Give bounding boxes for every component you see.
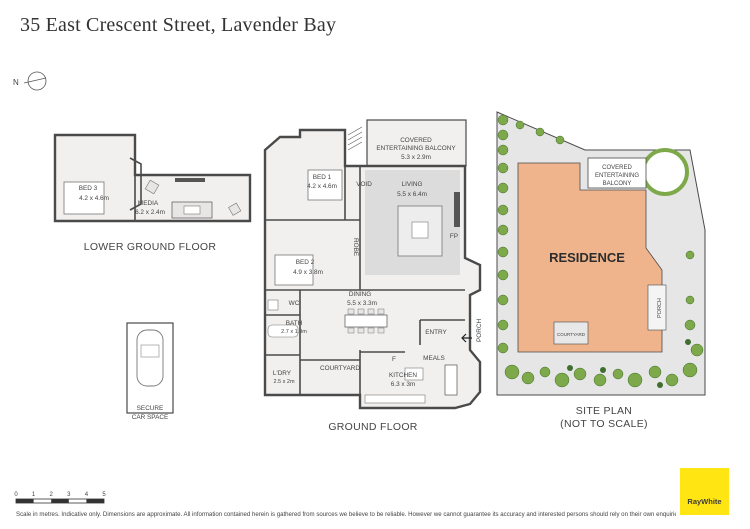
scale-bar: 0 1 2 3 4 5	[14, 492, 106, 504]
secure-car-space: SECURE CAR SPACE	[126, 322, 174, 421]
bed3-label: BED 3	[79, 185, 98, 192]
laundry-label: L'DRY	[273, 370, 292, 377]
scale-tick-0: 0	[14, 492, 18, 498]
bed1-dim: 4.2 x 4.6m	[307, 183, 337, 190]
site-porch-label: PORCH	[657, 298, 663, 318]
bed1-label: BED 1	[313, 174, 332, 181]
residence-label: RESIDENCE	[549, 250, 625, 265]
living-dim: 5.5 x 6.4m	[397, 191, 427, 198]
kitchen-label: KITCHEN	[389, 372, 417, 379]
car-space-line1: SECURE	[137, 405, 164, 412]
car-icon	[136, 329, 164, 387]
living-label: LIVING	[402, 181, 423, 188]
ground-floor-plan: COVERED ENTERTAINING BALCONY 5.3 x 2.9m …	[263, 119, 483, 433]
bed2-dim: 4.9 x 3.8m	[293, 269, 323, 276]
entry-arrow-icon	[461, 333, 472, 343]
courtyard-label: COURTYARD	[320, 365, 360, 372]
fridge-label: F	[392, 356, 396, 363]
site-balcony-1: COVERED	[602, 165, 632, 171]
dining-label: DINING	[349, 291, 371, 298]
void-label: VOID	[356, 181, 372, 188]
logo-text: RayWhite	[687, 497, 722, 506]
bath-dim: 2.7 x 1.9m	[281, 329, 307, 335]
balcony-label-2: ENTERTAINING BALCONY	[376, 145, 456, 152]
page-title: 35 East Crescent Street, Lavender Bay	[20, 14, 337, 36]
scale-tick-3: 3	[67, 492, 71, 498]
media-dim: 6.2 x 2.4m	[135, 209, 165, 216]
scale-tick-1: 1	[32, 492, 36, 498]
site-plan: RESIDENCE COVERED ENTERTAINING BALCONY P…	[496, 111, 706, 430]
laundry-dim: 2.5 x 2m	[273, 379, 295, 385]
kitchen-dim: 6.3 x 3m	[391, 381, 416, 388]
balcony-label-1: COVERED	[400, 137, 432, 144]
car-space-line2: CAR SPACE	[132, 414, 168, 421]
porch-label: PORCH	[476, 319, 483, 342]
site-plan-note: (NOT TO SCALE)	[560, 418, 648, 430]
bed2-label: BED 2	[296, 259, 315, 266]
scale-tick-2: 2	[50, 492, 54, 498]
scale-tick-5: 5	[102, 492, 106, 498]
disclaimer-text: Scale in metres. Indicative only. Dimens…	[16, 511, 676, 518]
fireplace-label: FP	[450, 233, 458, 240]
scale-tick-4: 4	[85, 492, 89, 498]
residence-footprint	[517, 162, 663, 353]
bath-label: BATH	[286, 320, 303, 327]
raywhite-logo: RayWhite	[680, 468, 729, 515]
lower-ground-floor-plan: BED 3 4.2 x 4.6m MEDIA 6.2 x 2.4m LOWER …	[53, 133, 252, 253]
site-plan-label: SITE PLAN	[576, 405, 632, 417]
north-label: N	[13, 78, 19, 87]
site-courtyard-label: COURTYARD	[557, 332, 586, 337]
robe-label: ROBE	[352, 238, 359, 256]
north-compass-icon: N	[13, 71, 47, 91]
entry-label: ENTRY	[425, 329, 447, 336]
bed3-dim: 4.2 x 4.6m	[79, 195, 109, 202]
balcony-dim: 5.3 x 2.9m	[401, 154, 431, 161]
media-label: MEDIA	[138, 200, 159, 207]
site-balcony-2: ENTERTAINING	[595, 173, 639, 179]
wc-label: WC	[289, 300, 300, 307]
lower-ground-floor-label: LOWER GROUND FLOOR	[84, 241, 217, 253]
site-balcony-3: BALCONY	[603, 181, 632, 187]
ground-floor-label: GROUND FLOOR	[328, 421, 417, 433]
meals-label: MEALS	[423, 355, 445, 362]
dining-dim: 5.5 x 3.3m	[347, 300, 377, 307]
